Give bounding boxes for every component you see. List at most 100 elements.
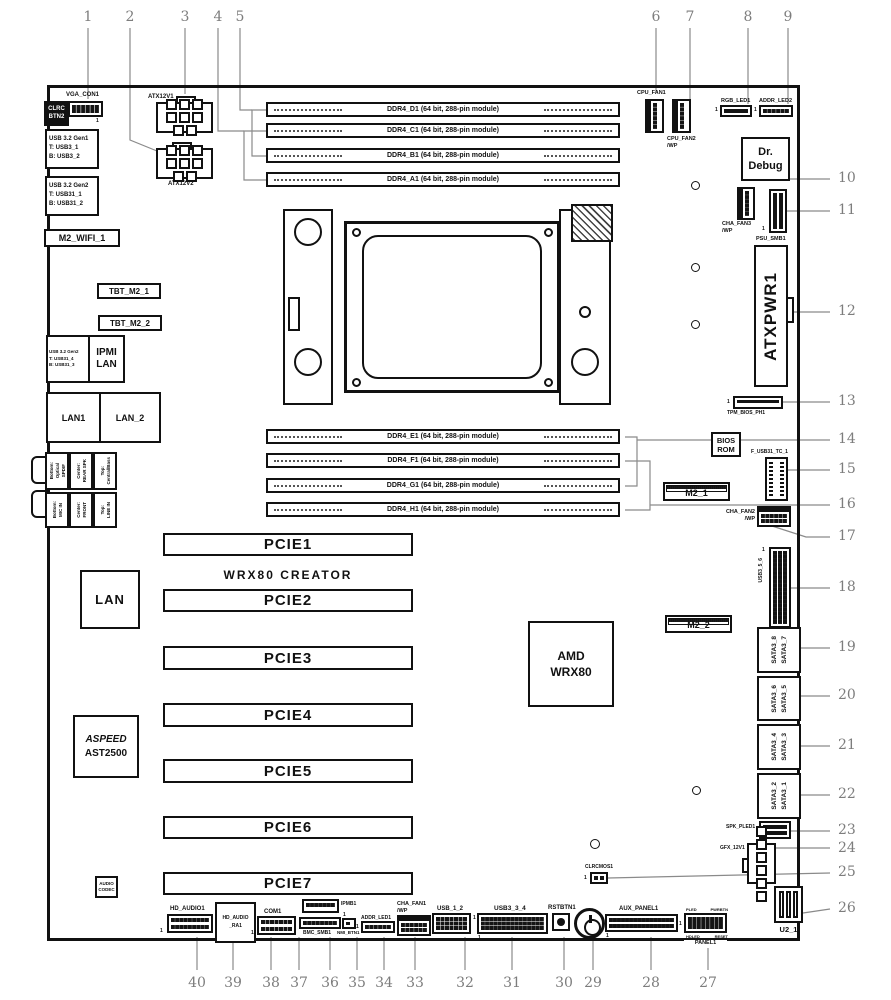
pcie2-slot: PCIE2 [163, 589, 413, 612]
cpu-socket-screw [294, 348, 322, 376]
usb-1-2-label: USB_1_2 [437, 906, 464, 912]
atx12v1-label: ATX12V1 [148, 94, 174, 100]
cpu-socket-lid [362, 235, 542, 379]
rgb-led1-header [720, 105, 752, 117]
audio-cell-line-in: Top:LINE IN [93, 492, 117, 528]
psu-smb1-header [769, 189, 787, 233]
pin1-marker: 1 [727, 399, 730, 405]
tpm-bios-header [733, 396, 783, 409]
callout-29: 29 [584, 975, 602, 991]
pcie4-slot: PCIE4 [163, 703, 413, 727]
pcie5-slot: PCIE5 [163, 759, 413, 783]
callout-28: 28 [642, 975, 660, 991]
pin1-marker: 1 [762, 226, 765, 232]
lan1-port: LAN1 [48, 394, 101, 441]
ddr4-slot-d1: DDR4_D1 (64 bit, 288-pin module) [266, 102, 620, 117]
callout-21: 21 [838, 737, 856, 753]
pin1-marker: 1 [754, 107, 757, 113]
pin1-marker: 1 [715, 107, 718, 113]
addr-led2-header [759, 105, 793, 117]
f-usb31-connector [765, 457, 788, 501]
aux-panel1-label: AUX_PANEL1 [619, 906, 659, 912]
callout-1: 1 [83, 9, 93, 25]
callout-34: 34 [375, 975, 393, 991]
tpm-bios-label: TPM_BIOS_PH1 [727, 410, 766, 416]
callout-27: 27 [699, 975, 717, 991]
gfx-12v1-connector [747, 825, 776, 902]
com1-label: COM1 [264, 909, 282, 915]
callout-10: 10 [838, 170, 856, 186]
callout-9: 9 [783, 9, 793, 25]
cpu-socket-corner [544, 228, 553, 237]
pin1-marker: 1 [356, 924, 359, 930]
callout-23: 23 [838, 822, 856, 838]
mounting-hole [691, 263, 700, 272]
clrcmos1-label: CLRCMOS1 [585, 864, 614, 870]
pcie6-slot: PCIE6 [163, 816, 413, 839]
ddr4-slot-e1: DDR4_E1 (64 bit, 288-pin module) [266, 429, 620, 444]
callout-15: 15 [838, 461, 856, 477]
callout-30: 30 [555, 975, 573, 991]
cpu-fan2-header [672, 99, 691, 133]
mounting-hole [691, 320, 700, 329]
callout-33: 33 [406, 975, 424, 991]
callout-18: 18 [838, 579, 856, 595]
callout-7: 7 [685, 9, 695, 25]
addr-led1-label: ADDR_LED1 [361, 915, 392, 921]
spk-pled1-label: SPK_PLED1 [726, 824, 756, 830]
hd-audio1-label: HD_AUDIO1 [170, 906, 205, 912]
m2-wifi-slot: M2_WIFI_1 [44, 229, 120, 247]
pin1-marker: 1 [584, 875, 587, 881]
usb-1-2-header [432, 913, 471, 934]
callout-24: 24 [838, 840, 856, 856]
callout-17: 17 [838, 528, 856, 544]
power-button [574, 908, 605, 939]
cha-fan3-header [737, 187, 755, 220]
ipmb1-label: IPMB1 [341, 901, 357, 907]
pin1-marker: 1 [343, 912, 346, 918]
atx12v1-connector [156, 99, 213, 136]
tbt-m2-2: TBT_M2_2 [98, 315, 162, 331]
usb3-5-6-label: USB3_5_6 [758, 558, 764, 583]
cpu-socket-corner [352, 228, 361, 237]
pin1-marker: 1 [96, 118, 99, 124]
pcie1-slot: PCIE1 [163, 533, 413, 556]
vga-con1-header [68, 101, 103, 117]
nmi-btn1-header [342, 918, 356, 929]
cpu-socket-hatch [571, 204, 613, 242]
u2-1-label: U2_1 [779, 925, 798, 934]
lan2-port: LAN_2 [115, 412, 145, 423]
callout-16: 16 [838, 496, 856, 512]
audio-cell-front: Center:FRONT [69, 492, 93, 528]
callout-8: 8 [743, 9, 753, 25]
pcie3-slot: PCIE3 [163, 646, 413, 670]
callout-14: 14 [838, 431, 856, 447]
psu-smb1-label: PSU_SMB1 [756, 236, 786, 242]
lan-ports-block: LAN1 LAN_2 [46, 392, 161, 443]
cha-fan3-label: CHA_FAN3/WP [722, 221, 752, 234]
callout-20: 20 [838, 687, 856, 703]
pin1-marker: 1 [679, 921, 682, 927]
bmc-smb1-header [299, 917, 341, 929]
f-usb31-label: F_USB31_TC_1 [751, 449, 788, 455]
vga-con1-label: VGA_CON1 [66, 92, 100, 98]
cha-fan2-header [757, 506, 791, 527]
callout-13: 13 [838, 393, 856, 409]
m2-1-slot: M2_1 [663, 482, 730, 501]
usb3-5-6-header [769, 547, 791, 628]
gfx-12v1-label: GFX_12V1 [720, 845, 745, 851]
gfx-12v1-tab [742, 858, 748, 873]
callout-37: 37 [290, 975, 308, 991]
mounting-hole [590, 839, 600, 849]
mounting-hole [691, 181, 700, 190]
ddr4-slot-f1: DDR4_F1 (64 bit, 288-pin module) [266, 453, 620, 468]
hd-audio-ra1: HD_AUDIO_RA1 [215, 902, 256, 943]
nmi-btn1-label: NMI_BTN1 [337, 930, 360, 935]
